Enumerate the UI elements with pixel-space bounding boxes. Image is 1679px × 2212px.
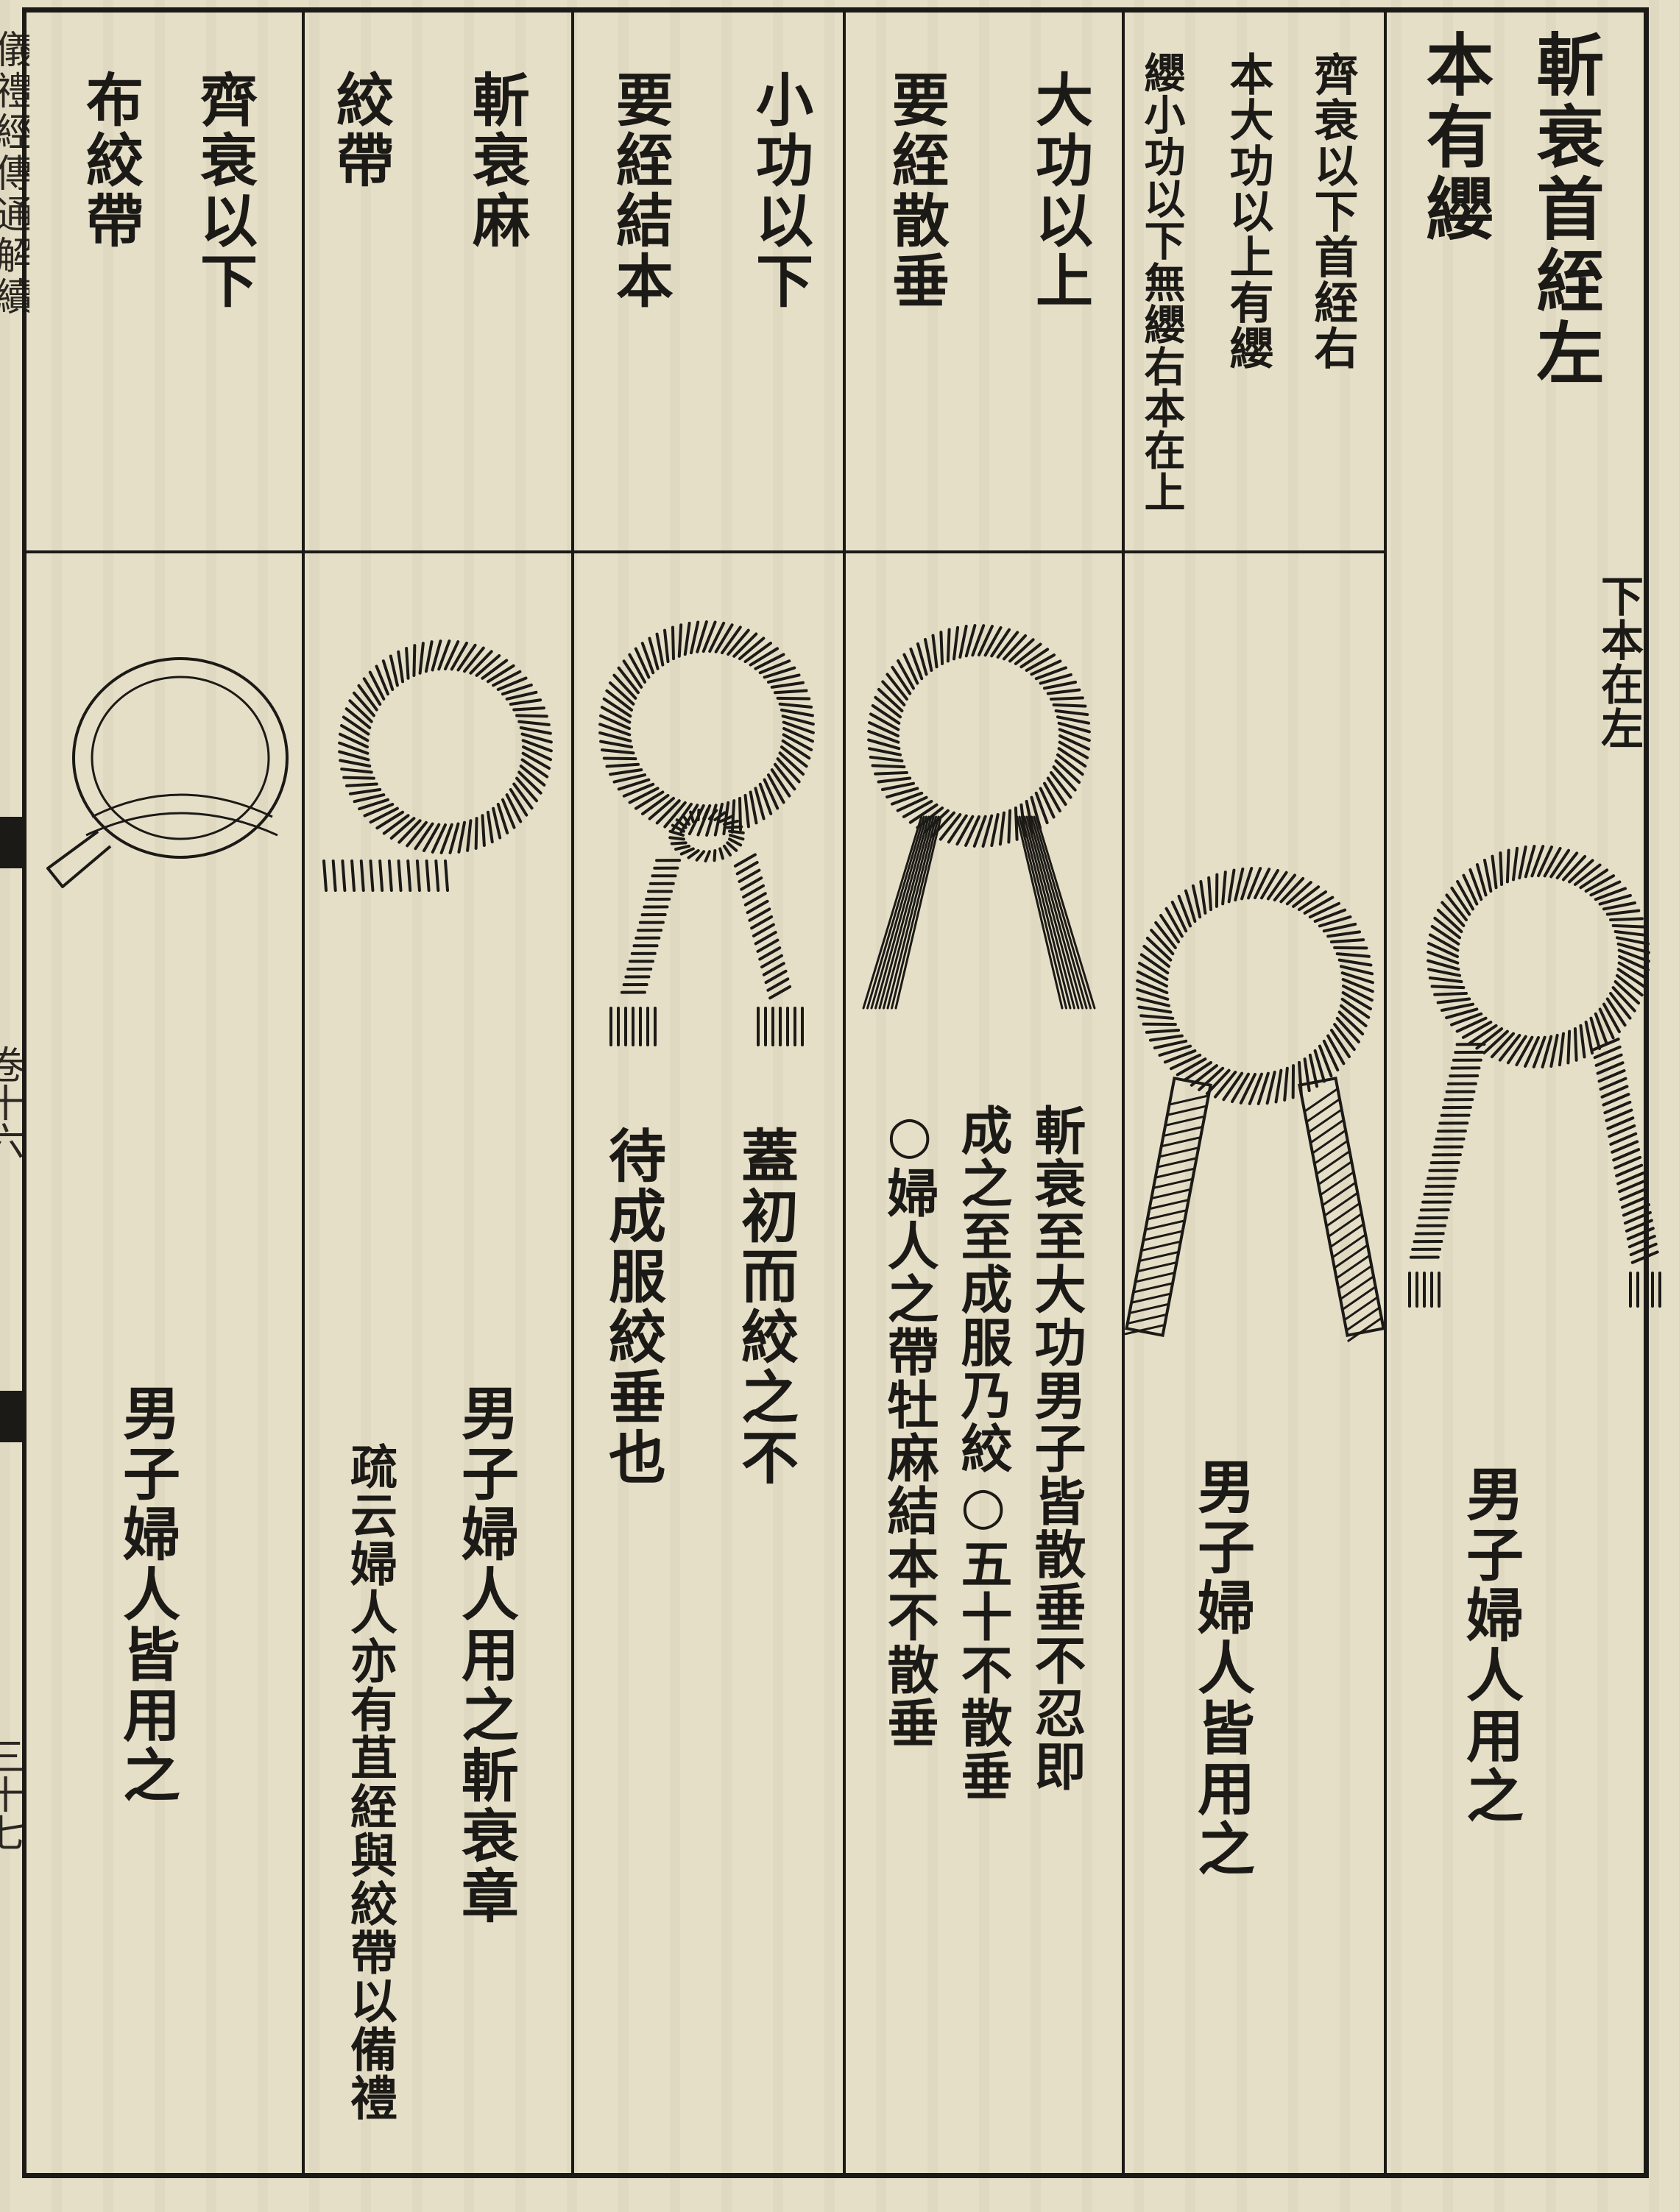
braided-tail bbox=[1298, 1076, 1385, 1342]
diagram-3-caption-line-2: 成之至成服乃絞○五十不散垂 bbox=[952, 1104, 1014, 1802]
header-cell-6: 要絰結本 bbox=[607, 70, 674, 311]
diagram-5-caption-line-1: 男子婦人用之斬衰章 bbox=[452, 1383, 519, 1926]
diagram-4-caption-line-2: 待成服絞垂也 bbox=[599, 1126, 666, 1488]
rope-strap bbox=[322, 859, 449, 892]
belt-outer-ring bbox=[72, 657, 289, 859]
belt-tail bbox=[46, 830, 112, 888]
diagram-6-caption: 男子婦人皆用之 bbox=[113, 1383, 180, 1806]
spine-leaf-number: 三十七 bbox=[0, 1737, 24, 1851]
tassel bbox=[1408, 1272, 1441, 1308]
column-rule bbox=[1384, 7, 1387, 2178]
rope-ring bbox=[867, 624, 1091, 848]
diagram-1-note: 下本在左 bbox=[1594, 574, 1644, 751]
diagram-2-caption: 男子婦人皆用之 bbox=[1188, 1457, 1255, 1879]
rope-ring bbox=[338, 639, 553, 854]
loose-strands bbox=[1016, 815, 1096, 1010]
diagram-1-caption: 男子婦人用之 bbox=[1457, 1464, 1524, 1826]
diagram-4-caption-line-1: 蓋初而絞之不 bbox=[732, 1126, 799, 1488]
belt-inner-ring bbox=[91, 676, 270, 840]
diagram-5-hemp-belt bbox=[322, 639, 553, 892]
header-cell-2-line-3: 纓小功以下無纓右本在上 bbox=[1137, 52, 1186, 513]
knot bbox=[668, 808, 745, 862]
diagram-3-caption-line-3: ○婦人之帶牡麻結本不散垂 bbox=[879, 1104, 940, 1749]
belt-fold bbox=[91, 793, 273, 818]
rope-tail bbox=[1409, 1043, 1486, 1259]
spine-folio: 卷十六 bbox=[0, 1045, 24, 1160]
loose-strands bbox=[862, 815, 942, 1010]
belt-fold bbox=[85, 812, 278, 837]
diagram-5-caption-line-2: 疏云婦人亦有苴絰與絞帶以備禮 bbox=[342, 1442, 397, 2122]
header-cell-5: 小功以下 bbox=[746, 70, 813, 311]
fishtail-mark bbox=[0, 817, 22, 868]
header-divider bbox=[22, 550, 1384, 553]
diagram-3-caption-line-1: 斬衰至大功男子皆散垂不忍即 bbox=[1026, 1104, 1087, 1793]
frame-left-rule bbox=[22, 7, 26, 2178]
tassel bbox=[1629, 1272, 1661, 1308]
diagram-6-cloth-belt bbox=[46, 657, 289, 888]
fishtail-mark bbox=[0, 1391, 22, 1442]
header-cell-4: 要絰散垂 bbox=[883, 70, 950, 311]
rope-tail bbox=[1591, 1038, 1659, 1264]
header-cell-1-line-1: 斬衰首絰左 bbox=[1525, 29, 1605, 390]
braided-tail bbox=[1124, 1076, 1212, 1338]
rope-tail bbox=[733, 853, 792, 1000]
header-cell-7: 斬衰麻 bbox=[463, 70, 530, 251]
rope-ring bbox=[1136, 867, 1374, 1105]
header-cell-1-line-2: 本有纓 bbox=[1415, 29, 1494, 246]
header-cell-9-line-1: 齊衰以下 bbox=[191, 70, 258, 311]
rope-ring bbox=[1427, 845, 1650, 1068]
column-rule bbox=[571, 7, 574, 2178]
rope-tail bbox=[620, 859, 682, 994]
column-rule bbox=[1122, 7, 1125, 2178]
rope-ring bbox=[598, 620, 815, 837]
tassel bbox=[757, 1007, 804, 1046]
tassel bbox=[609, 1007, 657, 1046]
diagram-1-head-band-left-root bbox=[1408, 845, 1661, 1308]
diagram-2-head-band-right-root bbox=[1124, 867, 1385, 1342]
header-cell-8: 絞帶 bbox=[327, 70, 394, 191]
page-frame bbox=[22, 7, 1649, 2178]
diagram-4-waist-band-tied bbox=[598, 620, 815, 1046]
diagram-3-waist-band-loose bbox=[862, 624, 1096, 1010]
header-cell-2-line-2: 本大功以上有纓 bbox=[1222, 52, 1273, 371]
header-cell-2-line-1: 齊衰以下首絰右 bbox=[1307, 52, 1358, 371]
header-cell-3: 大功以上 bbox=[1026, 70, 1093, 311]
column-rule bbox=[302, 7, 305, 2178]
header-cell-9-line-2: 布絞帶 bbox=[77, 70, 144, 251]
column-rule bbox=[843, 7, 846, 2178]
